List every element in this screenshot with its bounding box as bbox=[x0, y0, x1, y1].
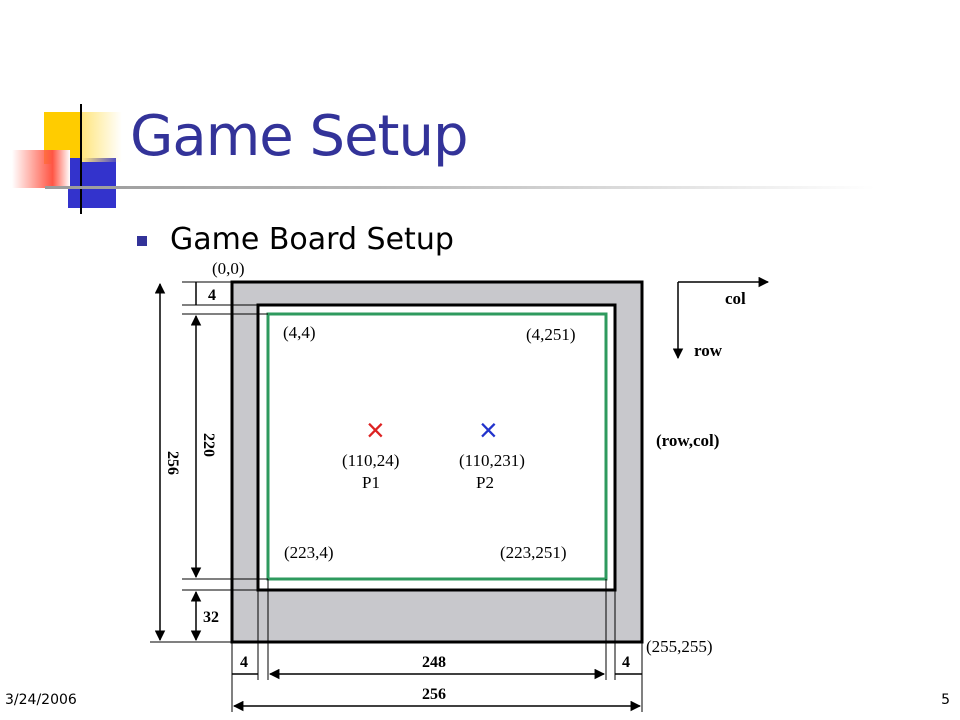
ornament-blue-square bbox=[68, 158, 116, 208]
ornament-yellow-glow bbox=[82, 112, 122, 162]
origin-label: (0,0) bbox=[212, 259, 245, 278]
p1-coord-label: (110,24) bbox=[342, 451, 399, 470]
bullet-marker bbox=[137, 236, 147, 246]
corner-label-bottom-right: (223,251) bbox=[500, 543, 567, 562]
dim-top-margin-label: 4 bbox=[208, 287, 216, 304]
corner-label-top-left: (4,4) bbox=[283, 323, 316, 342]
p2-name-label: P2 bbox=[476, 473, 494, 492]
extension-lines bbox=[150, 281, 643, 712]
corner-label-top-right: (4,251) bbox=[526, 325, 576, 344]
dim-inner-width-label: 248 bbox=[422, 654, 446, 671]
dim-bottom-margin-label: 32 bbox=[203, 609, 219, 626]
title-underline bbox=[45, 186, 875, 189]
dim-right-margin-label: 4 bbox=[622, 654, 630, 671]
p2-marker: × bbox=[479, 412, 498, 448]
inner-board bbox=[256, 303, 617, 592]
ornament-vertical-line bbox=[80, 104, 82, 214]
ornament-red-square bbox=[12, 150, 70, 188]
col-axis-label: col bbox=[725, 289, 746, 308]
page-number: 5 bbox=[941, 692, 950, 708]
footer-date: 3/24/2006 bbox=[5, 692, 77, 708]
play-area bbox=[266, 312, 608, 581]
bullet-text: Game Board Setup bbox=[170, 222, 454, 256]
dim-outer-height-label: 256 bbox=[164, 451, 181, 475]
p1-name-label: P1 bbox=[362, 473, 380, 492]
dim-outer-width-label: 256 bbox=[422, 686, 446, 703]
dim-left-margin-label: 4 bbox=[240, 654, 248, 671]
p1-marker: × bbox=[366, 412, 385, 448]
corner-label-bottom-left: (223,4) bbox=[284, 543, 334, 562]
dim-inner-height-label: 220 bbox=[200, 433, 217, 457]
row-axis-label: row bbox=[694, 341, 723, 360]
slide-title: Game Setup bbox=[130, 104, 469, 169]
p2-coord-label: (110,231) bbox=[459, 451, 525, 470]
corner-label-outer-bottom-right: (255,255) bbox=[646, 637, 713, 656]
notation-label: (row,col) bbox=[656, 431, 719, 450]
